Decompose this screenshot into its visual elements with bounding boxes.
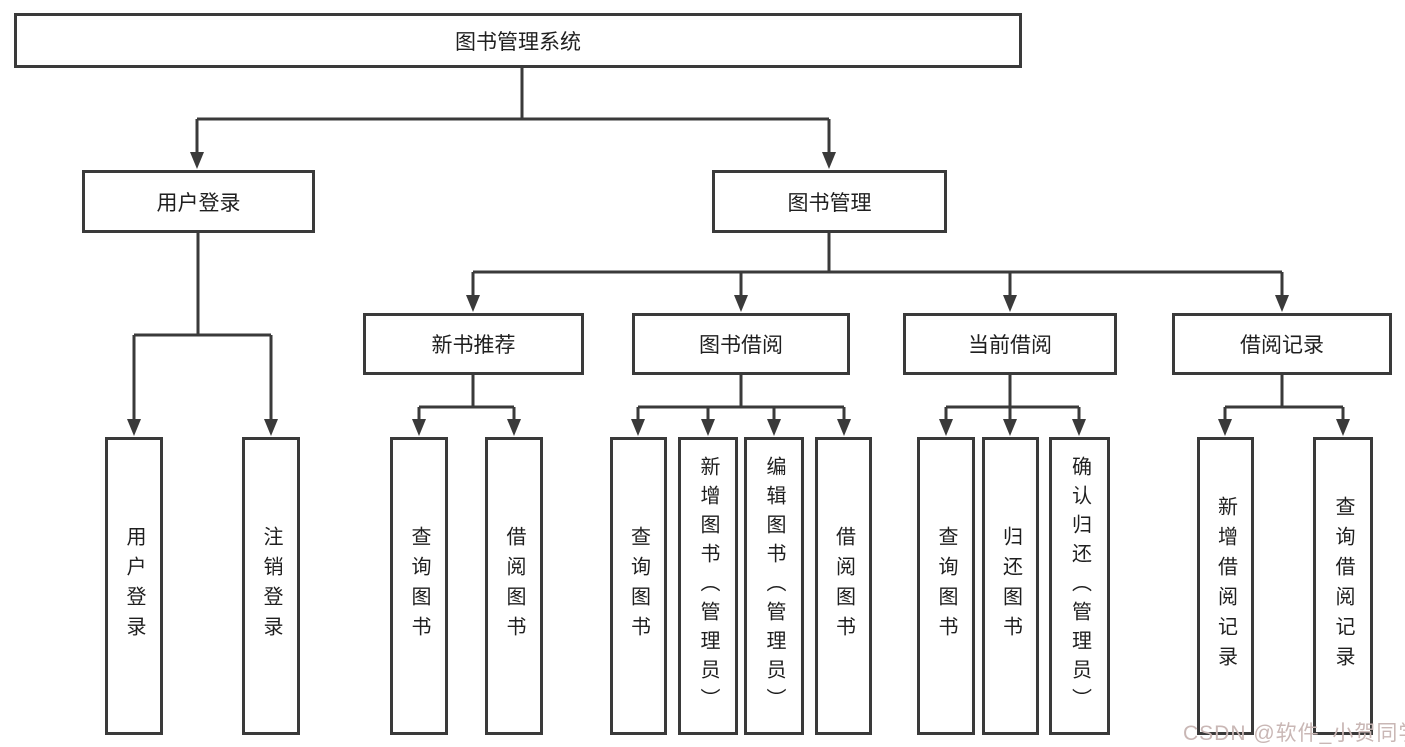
leaf-add-borrow-record: 新增借阅记录 (1197, 437, 1254, 735)
arrowhead (1072, 419, 1086, 436)
leaf-user-login: 用户登录 (105, 437, 163, 735)
arrowhead (822, 152, 836, 169)
node-current-borrow: 当前借阅 (903, 313, 1117, 375)
leaf-query-borrow-record: 查询借阅记录 (1313, 437, 1373, 735)
node-book-management: 图书管理 (712, 170, 947, 233)
arrowhead (701, 419, 715, 436)
node-label: 新增借阅记录 (1214, 496, 1237, 676)
csdn-watermark: CSDN @软件_小贺同学 (1183, 722, 1405, 745)
node-label: 当前借阅 (968, 334, 1052, 357)
arrowhead (1336, 419, 1350, 436)
leaf-borrow-book: 借阅图书 (815, 437, 872, 735)
node-label: 查询借阅记录 (1332, 496, 1354, 676)
node-label: 用户登录 (156, 191, 241, 215)
node-label: 新书推荐 (431, 334, 516, 357)
arrowhead (734, 295, 748, 312)
node-root-library-system: 图书管理系统 (14, 13, 1022, 68)
node-new-book-recommend: 新书推荐 (363, 313, 584, 375)
node-label: 新增图书（管理员） (697, 455, 719, 717)
connector-book-borrow-branch (636, 375, 846, 426)
leaf-add-book-admin: 新增图书（管理员） (678, 437, 738, 735)
arrowhead (767, 419, 781, 436)
leaf-return-book: 归还图书 (982, 437, 1039, 735)
arrowhead (264, 419, 278, 436)
node-borrow-records: 借阅记录 (1172, 313, 1392, 375)
leaf-logout: 注销登录 (242, 437, 300, 735)
connector-root-to-level2 (195, 68, 831, 158)
arrowhead (1218, 419, 1232, 436)
leaf-edit-book-admin: 编辑图书（管理员） (744, 437, 804, 735)
node-label: 借阅记录 (1240, 334, 1324, 357)
node-label: 用户登录 (123, 526, 145, 646)
arrowhead (1275, 295, 1289, 312)
node-label: 归还图书 (999, 526, 1022, 646)
connector-current-borrow-branch (944, 375, 1081, 426)
node-label: 图书借阅 (699, 334, 783, 357)
arrowhead (412, 419, 426, 436)
node-label: 图书管理 (787, 191, 872, 215)
arrowhead (127, 419, 141, 436)
node-label: 借阅图书 (503, 526, 525, 646)
arrowhead (507, 419, 521, 436)
arrowhead (466, 295, 480, 312)
leaf-borrow-book-recommend: 借阅图书 (485, 437, 543, 735)
node-label: 查询图书 (627, 526, 650, 646)
node-user-login: 用户登录 (82, 170, 315, 233)
connector-borrow-records-branch (1223, 375, 1345, 426)
node-book-borrow: 图书借阅 (632, 313, 850, 375)
node-label: 注销登录 (260, 526, 282, 646)
leaf-query-book-recommend: 查询图书 (390, 437, 448, 735)
node-label: 图书管理系统 (455, 30, 581, 54)
arrowheads (127, 152, 1350, 436)
arrowhead (1003, 295, 1017, 312)
node-label: 查询图书 (408, 526, 430, 646)
arrowhead (190, 152, 204, 169)
arrowhead (631, 419, 645, 436)
connector-book-management-branch (471, 233, 1284, 302)
leaf-query-book-current: 查询图书 (917, 437, 975, 735)
connector-user-login-branch (132, 233, 273, 426)
arrowhead (939, 419, 953, 436)
node-label: 编辑图书（管理员） (763, 455, 785, 717)
leaf-query-book-borrow: 查询图书 (610, 437, 667, 735)
arrowhead (837, 419, 851, 436)
node-label: 查询图书 (935, 526, 957, 646)
connector-new-book-branch (417, 375, 516, 426)
node-label: 确认归还（管理员） (1068, 455, 1091, 717)
node-label: 借阅图书 (832, 526, 855, 646)
leaf-confirm-return-admin: 确认归还（管理员） (1049, 437, 1110, 735)
arrowhead (1003, 419, 1017, 436)
